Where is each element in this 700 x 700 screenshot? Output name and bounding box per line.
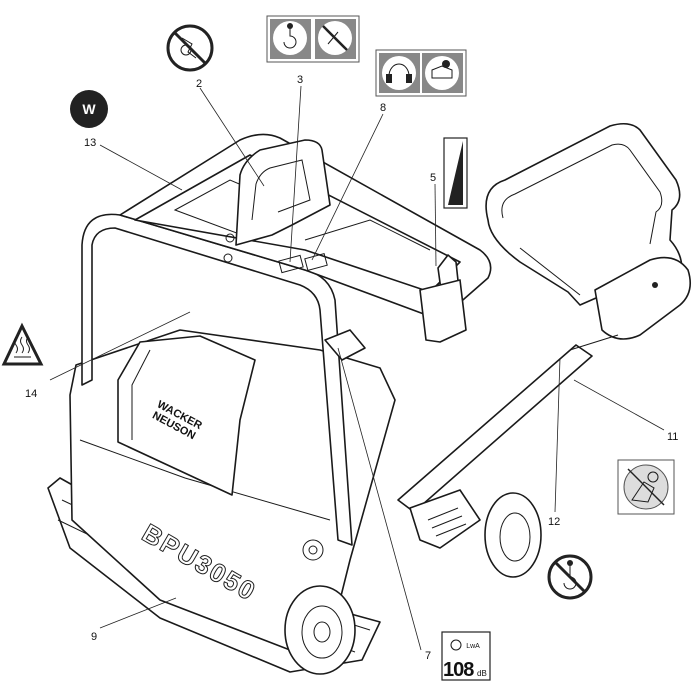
wheel-rear bbox=[484, 492, 542, 578]
sound-level-decal: LwA 108 dB bbox=[441, 631, 491, 681]
callout-2: 2 bbox=[196, 78, 202, 90]
callout-14: 14 bbox=[25, 388, 37, 400]
callout-13: 13 bbox=[84, 137, 96, 149]
sound-value: 108 bbox=[443, 659, 474, 681]
throttle-decal bbox=[443, 137, 468, 209]
logo-decal: W bbox=[70, 90, 108, 128]
hot-surface-warning-decal bbox=[1, 322, 44, 366]
engine-cover bbox=[117, 335, 256, 496]
plate-compactor: WACKER NEUSON BPU3050 bbox=[47, 122, 691, 675]
sound-db: dB bbox=[477, 669, 487, 678]
handle-grip bbox=[594, 256, 691, 340]
callout-11: 11 bbox=[667, 431, 678, 443]
sound-unit: LwA bbox=[466, 643, 480, 650]
callout-8: 8 bbox=[380, 102, 386, 114]
lifting-point-decal bbox=[266, 15, 360, 63]
wheel-front bbox=[284, 585, 356, 675]
callout-3: 3 bbox=[297, 74, 303, 86]
deck-label-3 bbox=[278, 254, 304, 274]
handle-plate bbox=[409, 489, 481, 549]
leader-lines bbox=[49, 85, 665, 651]
deck-label-8 bbox=[304, 253, 328, 271]
lifting-hook bbox=[235, 139, 331, 246]
handle bbox=[485, 122, 683, 315]
callout-9: 9 bbox=[91, 631, 97, 643]
ear-protection-manual-decal bbox=[375, 49, 467, 97]
callout-12: 12 bbox=[548, 516, 560, 528]
operation-decal bbox=[617, 459, 675, 515]
callout-7: 7 bbox=[425, 650, 431, 662]
throttle-bracket bbox=[419, 279, 467, 343]
logo-letter: W bbox=[82, 101, 96, 117]
no-lift-decal bbox=[166, 24, 214, 72]
handle-bar bbox=[397, 344, 593, 513]
frame bbox=[81, 213, 353, 546]
side-panel-7 bbox=[324, 329, 366, 361]
callout-5: 5 bbox=[430, 172, 436, 184]
no-hook-decal bbox=[547, 554, 593, 600]
